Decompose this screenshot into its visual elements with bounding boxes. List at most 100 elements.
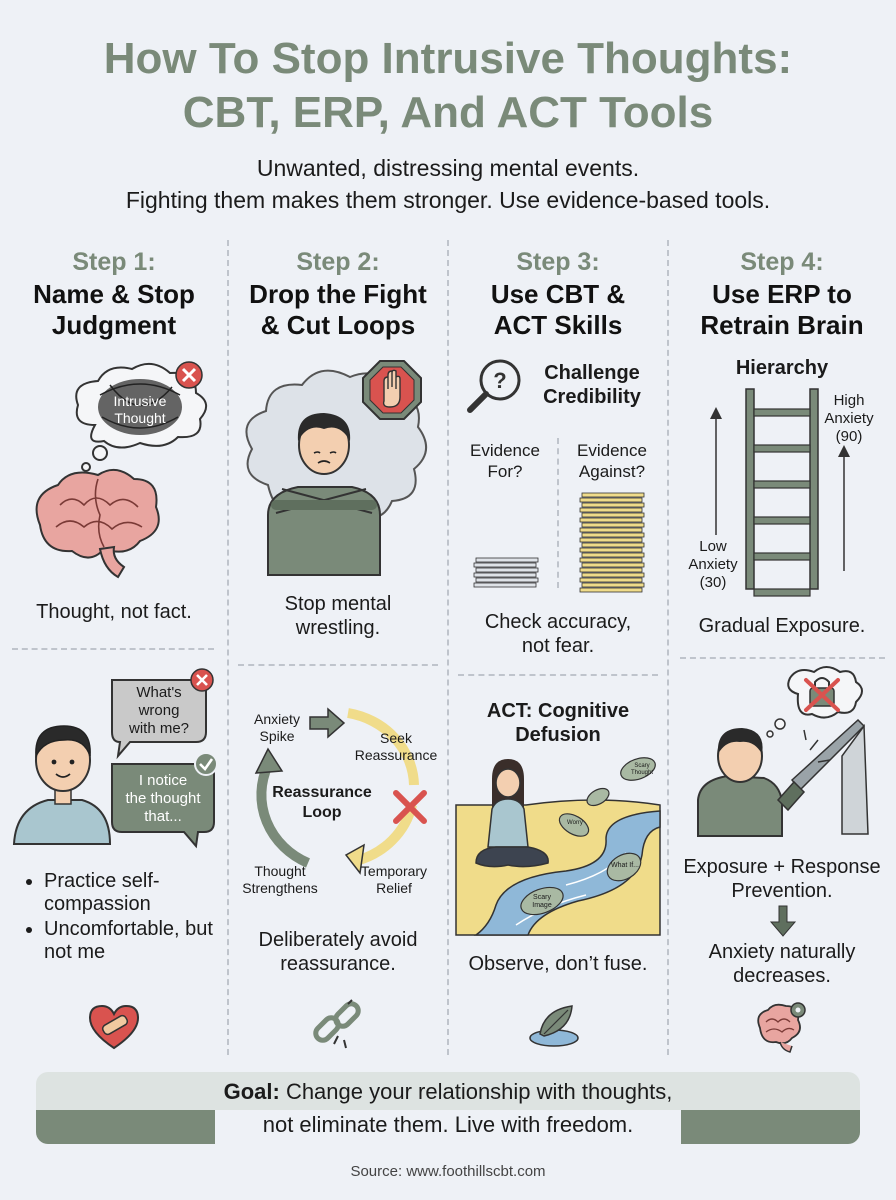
erp-caption: Exposure + Response Prevention. [668, 855, 896, 903]
anxiety-line1: Anxiety [254, 711, 300, 727]
intrusive-thought-text: Intrusive Thought [108, 393, 172, 427]
thought-cloud-icon [35, 361, 207, 579]
step2-header: Step 2: Drop the Fight & Cut Loops [228, 248, 448, 341]
anxiety-line2: Spike [259, 728, 295, 744]
thin-paper-stack-icon [473, 557, 539, 588]
for-line2: For? [487, 462, 523, 481]
wrong-line3: with me? [128, 720, 190, 737]
paper-sheet [475, 567, 539, 573]
act-line2: Defusion [515, 724, 601, 746]
result-line1: Anxiety naturally [708, 941, 856, 963]
step1-title-line1: Name & Stop [33, 279, 195, 309]
step2-label: Step 2: [296, 248, 380, 276]
loop-center-line1: Reassurance [272, 784, 372, 801]
subtitle: Unwanted, distressing mental events. Fig… [0, 152, 896, 216]
against-line1: Evidence [577, 441, 647, 460]
paper-sheet [581, 502, 645, 508]
bubble-whats-wrong: What's wrong with me? [112, 684, 206, 738]
ladder-rung [753, 516, 811, 525]
paper-sheet [581, 532, 645, 538]
paper-sheet [579, 497, 643, 503]
paper-sheet [579, 557, 643, 563]
ladder-rung [753, 480, 811, 489]
step1-header: Step 1: Name & Stop Judgment [0, 248, 228, 341]
source-credit: Source: www.foothillscbt.com [350, 1163, 546, 1180]
step4-caption: Gradual Exposure. [698, 615, 866, 637]
paper-sheet [579, 507, 643, 513]
exposure-person-icon [697, 666, 869, 837]
seek-line2: Reassurance [354, 747, 438, 763]
step3-title: Use CBT & ACT Skills [448, 279, 668, 341]
step3-title-line1: Use CBT & [490, 279, 626, 309]
relief-line2: Relief [376, 880, 412, 896]
leaf-on-water-icon [529, 1005, 579, 1047]
paper-sheet [579, 527, 643, 533]
step2-title: Drop the Fight & Cut Loops [228, 279, 448, 341]
step4-title: Use ERP to Retrain Brain [668, 279, 896, 341]
paper-sheet [581, 542, 645, 548]
bubble-line1: Intrusive [113, 393, 167, 409]
hierarchy-heading: Hierarchy [735, 357, 829, 379]
low-line3: (30) [699, 574, 727, 591]
relief-line1: Temporary [360, 863, 428, 879]
high-line3: (90) [835, 428, 863, 445]
against-line2: Against? [578, 462, 646, 481]
step3-bottom-caption: Observe, don’t fuse. [468, 953, 648, 975]
paper-sheet [581, 492, 645, 498]
seek-line1: Seek [380, 730, 412, 746]
paper-sheet [475, 577, 539, 583]
paper-sheet [475, 557, 539, 563]
column-divider-1 [227, 240, 229, 1055]
paper-sheet [581, 552, 645, 558]
loop-temporary-relief: Temporary Relief [346, 863, 442, 897]
row-divider-1 [12, 648, 214, 650]
ladder-rung [753, 552, 811, 561]
step3-title-line2: ACT Skills [493, 310, 623, 340]
leaf-scary-thought: Scary Thought [630, 763, 654, 776]
step4-label: Step 4: [740, 248, 824, 276]
column-divider-3 [667, 240, 669, 1055]
evidence-for-label: Evidence For? [460, 440, 550, 482]
bubble-i-notice: I notice the thought that... [112, 772, 214, 826]
paper-sheet [581, 572, 645, 578]
ladder-rung [753, 444, 811, 453]
magnifying-glass-question-icon: ? [467, 359, 521, 413]
goal-line1: Goal: Change your relationship with thou… [36, 1077, 860, 1106]
paper-sheet [473, 582, 537, 588]
strength-line2: Strengthens [242, 880, 318, 896]
leaf-scary-image: Scary Image [532, 894, 552, 909]
goal-line2: not eliminate them. Live with freedom. [262, 1112, 634, 1137]
erp-line1: Exposure + Response [683, 856, 881, 878]
bullet-not-me: Uncomfortable, but not me [44, 918, 222, 964]
step3-header: Step 3: Use CBT & ACT Skills [448, 248, 668, 341]
brain-gear-icon [757, 1002, 806, 1053]
step2-caption-line2: wrestling. [295, 617, 381, 639]
paper-sheet [579, 547, 643, 553]
svg-text:?: ? [493, 368, 506, 393]
bullet-self-compassion: Practice self-compassion [44, 870, 222, 916]
erp-line2: Prevention. [731, 880, 833, 902]
high-line2: Anxiety [824, 410, 874, 427]
challenge-line1: Challenge [544, 362, 640, 384]
evidence-against-label: Evidence Against? [564, 440, 660, 482]
notice-line1: I notice [138, 772, 188, 789]
step2-bottom-caption: Deliberately avoid reassurance. [228, 928, 448, 976]
challenge-line2: Credibility [543, 386, 641, 408]
river-meditation-illustration [455, 757, 661, 936]
step1-bullets: Practice self-compassion Uncomfortable, … [22, 870, 222, 966]
goal-text: Goal: Change your relationship with thou… [36, 1077, 860, 1139]
paper-sheet [579, 567, 643, 573]
exposure-ladder-icon [710, 388, 850, 597]
evidence-divider [557, 438, 559, 588]
step2-caption: Stop mental wrestling. [228, 592, 448, 640]
step2-title-line2: & Cut Loops [260, 310, 416, 340]
column-divider-2 [447, 240, 449, 1055]
strength-line1: Thought [254, 863, 306, 879]
step4-title-line1: Use ERP to [712, 279, 852, 309]
step2-title-line1: Drop the Fight [249, 279, 427, 309]
loop-thought-strengthens: Thought Strengthens [232, 863, 328, 897]
subtitle-line-2: Fighting them makes them stronger. Use e… [125, 187, 771, 213]
step3-caption-line1: Check accuracy, [484, 611, 632, 633]
loop-anxiety-spike: Anxiety Spike [244, 711, 310, 745]
low-anxiety-label: Low Anxiety (30) [680, 538, 746, 592]
